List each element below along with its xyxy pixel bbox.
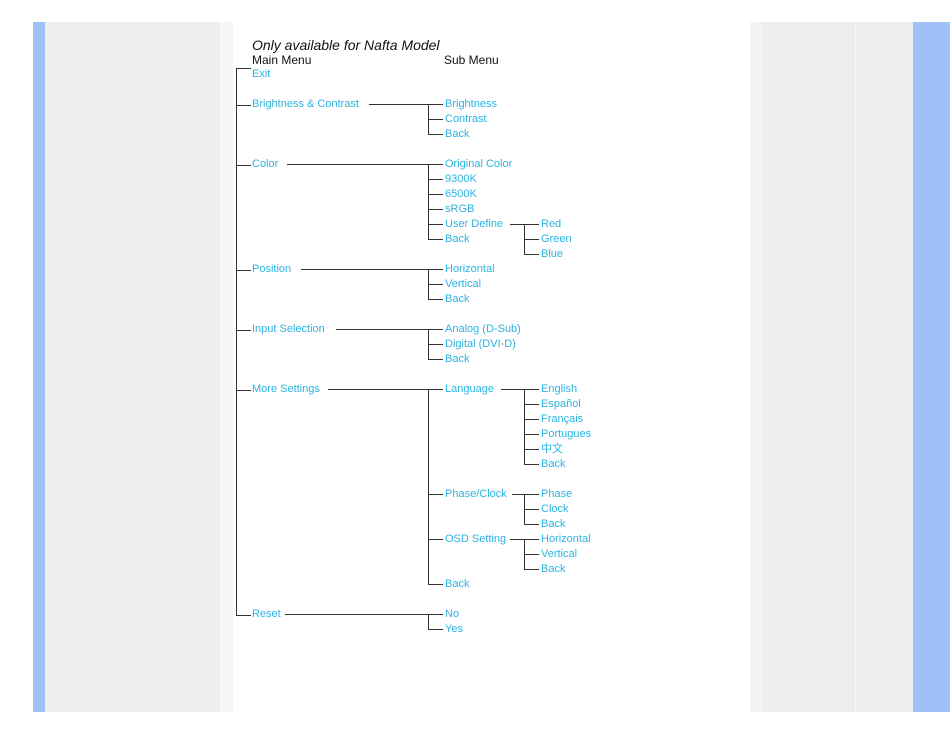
submenu-item-back: Back <box>445 293 470 305</box>
submenu-item-contrast: Contrast <box>445 113 487 125</box>
menu-item-brightness-contrast: Brightness & Contrast <box>252 98 359 110</box>
submenu-item-back: Back <box>541 563 566 575</box>
submenu-item-back: Back <box>445 578 470 590</box>
page-right-edge <box>750 22 763 712</box>
page-left-edge <box>220 22 233 712</box>
menu-item-input-selection: Input Selection <box>252 323 325 335</box>
submenu-item-back: Back <box>541 458 566 470</box>
submenu-item-phase: Phase <box>541 488 573 500</box>
right-gray-margin <box>763 22 855 712</box>
submenu-item-9300k: 9300K <box>445 173 477 185</box>
submenu-item-red: Red <box>541 218 562 230</box>
submenu-item-espanol: Español <box>541 398 581 410</box>
submenu-item-original-color: Original Color <box>445 158 513 170</box>
submenu-item-srgb: sRGB <box>445 203 475 215</box>
submenu-item-digital: Digital (DVI-D) <box>445 338 516 350</box>
right-blue-band <box>913 22 950 712</box>
submenu-item-language: Language <box>445 383 494 395</box>
submenu-item-no: No <box>445 608 460 620</box>
menu-item-reset: Reset <box>252 608 281 620</box>
submenu-item-green: Green <box>541 233 572 245</box>
main-menu-header: Main Menu <box>252 53 312 67</box>
submenu-item-clock: Clock <box>541 503 569 515</box>
right-gray-margin-outer <box>855 22 913 712</box>
left-blue-band <box>33 22 45 712</box>
menu-item-position: Position <box>252 263 292 275</box>
menu-item-exit: Exit <box>252 68 271 80</box>
submenu-item-horizontal: Horizontal <box>445 263 495 275</box>
left-gray-margin <box>45 22 220 712</box>
submenu-item-blue: Blue <box>541 248 564 260</box>
submenu-item-6500k: 6500K <box>445 188 477 200</box>
page-panel <box>220 22 763 712</box>
submenu-item-vertical: Vertical <box>445 278 482 290</box>
menu-item-more-settings: More Settings <box>252 383 320 395</box>
submenu-item-vertical: Vertical <box>541 548 578 560</box>
submenu-item-yes: Yes <box>445 623 463 635</box>
submenu-item-back: Back <box>445 128 470 140</box>
submenu-item-brightness: Brightness <box>445 98 497 110</box>
menu-item-color: Color <box>252 158 279 170</box>
submenu-item-analog: Analog (D-Sub) <box>445 323 521 335</box>
submenu-item-back: Back <box>541 518 566 530</box>
submenu-item-back: Back <box>445 233 470 245</box>
nafta-note: Only available for Nafta Model <box>252 37 440 53</box>
sub-menu-header: Sub Menu <box>444 53 499 67</box>
submenu-item-user-define: User Define <box>445 218 504 230</box>
submenu-item-phase-clock: Phase/Clock <box>445 488 507 500</box>
submenu-item-francais: Français <box>541 413 584 425</box>
submenu-item-portugues: Portugues <box>541 428 592 440</box>
submenu-item-back: Back <box>445 353 470 365</box>
submenu-item-english: English <box>541 383 578 395</box>
submenu-item-horizontal: Horizontal <box>541 533 591 545</box>
submenu-item-osd-setting: OSD Setting <box>445 533 507 545</box>
submenu-item-chinese: 中文 <box>541 443 563 455</box>
